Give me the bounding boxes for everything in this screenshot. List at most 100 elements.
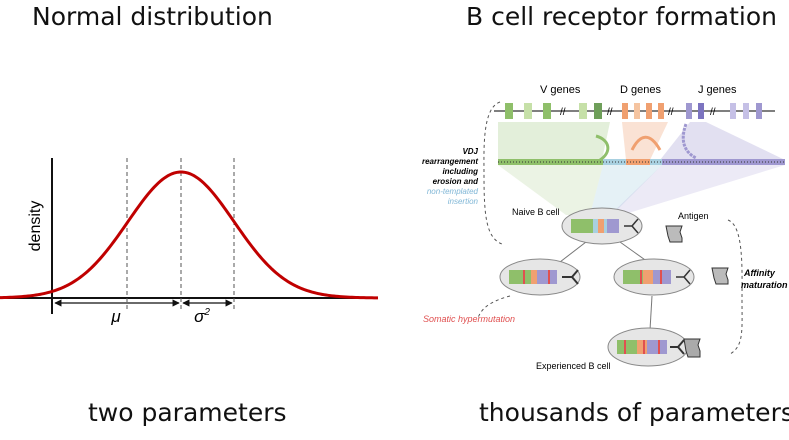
bcr-bar-j <box>537 270 557 284</box>
density-label: density <box>27 201 44 252</box>
receptor-icon <box>676 269 691 285</box>
bcr-bar-v <box>571 219 593 233</box>
v-gene-segment <box>505 103 513 119</box>
bcr-bar-insert <box>604 219 607 233</box>
somatic-mutation <box>658 340 660 354</box>
j-gene-segment <box>730 103 736 119</box>
v-gene-segment <box>594 103 602 119</box>
rearranged-j <box>662 159 785 165</box>
d-erosion-curve <box>630 135 662 151</box>
rearranged-insert <box>650 159 662 165</box>
d-gene-segment <box>658 103 664 119</box>
receptor-icon <box>624 218 639 234</box>
break-mark: // <box>560 107 566 118</box>
v-selection-region <box>498 122 610 160</box>
somatic-hypermutation-label: Somatic hypermutation <box>423 314 515 324</box>
bcr-bar-j <box>653 270 671 284</box>
d-gene-segment <box>634 103 640 119</box>
mutated-b-cell-right <box>613 258 695 296</box>
break-mark: // <box>607 107 613 118</box>
receptor-icon <box>562 269 579 285</box>
somatic-mutation <box>640 270 642 284</box>
cell-body <box>561 207 643 245</box>
vdj-bracket <box>483 101 503 245</box>
bcr-bar-v <box>623 270 643 284</box>
vdj-line: including <box>442 167 478 176</box>
normal-curve <box>0 170 379 300</box>
somatic-mutation <box>548 270 550 284</box>
bcr-bar-v <box>617 340 637 354</box>
rearranged-v <box>498 159 603 165</box>
somatic-mutation <box>660 270 662 284</box>
naive-b-cell <box>561 207 643 245</box>
bcr-bar-d <box>531 270 537 284</box>
j-funnel <box>610 165 785 215</box>
experienced-b-cell <box>607 327 701 367</box>
sigma-label: σ2 <box>194 307 210 326</box>
d-selection-region <box>622 122 668 160</box>
j-selection-region <box>660 122 785 160</box>
j-gene-segment <box>743 103 749 119</box>
j-gene-segment <box>698 103 704 119</box>
break-mark: // <box>710 107 716 118</box>
somatic-mutation <box>643 340 645 354</box>
v-genes-label: V genes <box>540 84 581 96</box>
vdj-text: VDJ rearrangement including erosion and … <box>422 147 479 206</box>
affinity-line: Affinity <box>743 268 776 278</box>
rearranged-insert <box>603 159 626 165</box>
antigen-icon <box>711 267 729 285</box>
v-erosion-curve <box>595 134 610 162</box>
lineage-edge <box>649 295 653 331</box>
somatic-mutation <box>523 270 525 284</box>
j-gene-segment <box>756 103 762 119</box>
cell-body <box>499 258 581 296</box>
cell-body <box>613 258 695 296</box>
bcr-bar-j <box>647 340 667 354</box>
rearranged-d <box>626 159 650 165</box>
affinity-bracket <box>727 219 743 355</box>
break-mark: // <box>668 107 674 118</box>
receptor-icon <box>670 339 685 355</box>
j-genes-label: J genes <box>698 84 737 96</box>
antigen-label: Antigen <box>678 211 709 221</box>
v-gene-segment <box>524 103 532 119</box>
naive-b-cell-label: Naive B cell <box>512 207 560 217</box>
affinity-line: maturation <box>741 280 788 290</box>
bcr-bar-d <box>637 340 647 354</box>
bound-antigen-icon <box>683 338 701 358</box>
somatic-pointer <box>477 295 511 319</box>
j-gene-segment <box>686 103 692 119</box>
normal-distribution-title: Normal distribution <box>32 2 273 31</box>
experienced-b-cell-label: Experienced B cell <box>536 361 611 371</box>
gene-segments: // // // // <box>505 103 762 119</box>
mu-label: μ <box>110 307 121 326</box>
v-gene-segment <box>579 103 587 119</box>
nontemplated-line: insertion <box>448 197 479 206</box>
bcr-bar-d <box>598 219 604 233</box>
insert-funnel <box>590 165 662 215</box>
antigen-icon <box>665 225 683 243</box>
bcr-bar-d <box>643 270 653 284</box>
thousands-parameters-caption: thousands of parameters <box>479 398 789 427</box>
vdj-line: VDJ <box>462 147 478 156</box>
d-gene-segment <box>622 103 628 119</box>
bcr-bar-j <box>607 219 619 233</box>
v-gene-segment <box>543 103 551 119</box>
nontemplated-line: non-templated <box>427 187 479 196</box>
two-parameters-caption: two parameters <box>88 398 287 427</box>
bcr-formation-title: B cell receptor formation <box>466 2 777 31</box>
somatic-mutation <box>624 340 626 354</box>
cell-body <box>607 327 689 367</box>
lineage-edge <box>619 241 649 263</box>
d-genes-label: D genes <box>620 84 661 96</box>
v-funnel <box>498 165 603 215</box>
bcr-bar-v <box>509 270 531 284</box>
d-gene-segment <box>646 103 652 119</box>
j-erosion-curve <box>681 123 697 160</box>
vdj-line: rearrangement <box>422 157 478 166</box>
lineage-edge <box>559 241 587 263</box>
bcr-bar-insert <box>593 219 598 233</box>
mutated-b-cell-left <box>499 258 581 296</box>
